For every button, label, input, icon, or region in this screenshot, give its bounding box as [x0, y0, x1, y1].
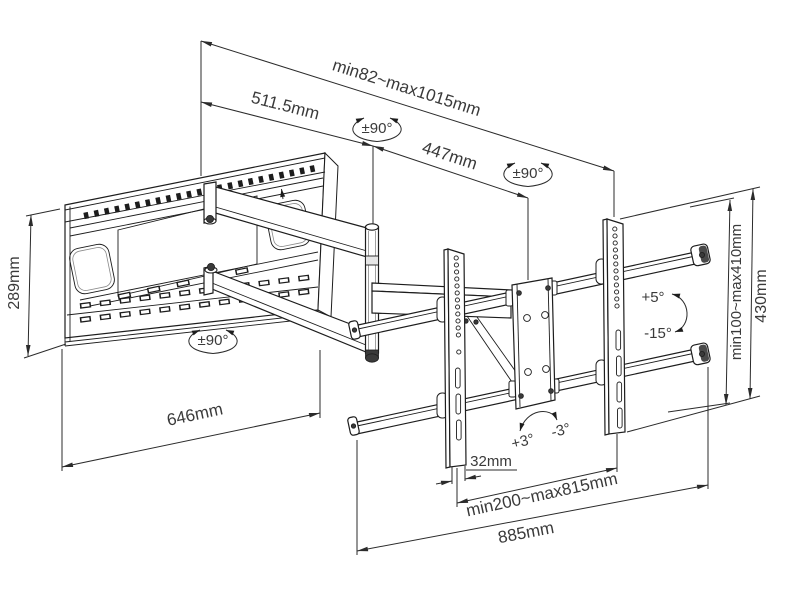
ext-line-top — [619, 186, 761, 220]
wall-plate-bottom-flange-1 — [64, 313, 319, 343]
swivel-bottom-label: ±90° — [198, 332, 229, 349]
tilt-down-label: -15° — [644, 325, 672, 342]
swivel-middle-label: ±90° — [513, 165, 544, 182]
lower-arm-nut — [206, 262, 215, 271]
dim-line — [747, 188, 756, 400]
extension-range-label: min82~max1015mm — [330, 55, 483, 120]
roll-indicator: +3° -3° — [510, 411, 572, 453]
vesa-right-fold — [547, 278, 552, 402]
dim-line — [200, 40, 615, 172]
crossbar-length-label: 885mm — [496, 518, 555, 547]
height-range-label: min100~max410mm — [728, 224, 745, 360]
wall-plate-upper-rail-top — [69, 177, 324, 229]
ext-line-top-inner — [689, 197, 735, 208]
bracket-height-label: 430mm — [753, 269, 770, 322]
dim-line — [723, 199, 733, 406]
ext-line-bottom-inner — [667, 402, 731, 413]
swivel-indicator-middle: ±90° — [503, 162, 553, 188]
rail-depth-label: 32mm — [470, 453, 512, 470]
right-tv-rail — [595, 218, 626, 436]
dim-height-range: min100~max410mm — [619, 186, 761, 433]
swivel-ellipse — [188, 329, 238, 355]
lower-arm — [203, 262, 367, 353]
left-rail-holes — [453, 255, 462, 355]
upper-arm-nut — [205, 214, 214, 223]
swivel-ellipse — [352, 117, 402, 143]
ext-line — [25, 208, 61, 217]
left-rail-face — [447, 248, 467, 468]
wall-plate-slot-rows — [79, 266, 313, 323]
dim-line — [372, 145, 529, 199]
tilt-indicator: +5° -15° — [641, 289, 688, 342]
fork-bolt-2 — [473, 319, 479, 325]
tv-width-range-label: min200~max815mm — [464, 469, 619, 520]
dim-line — [356, 484, 709, 552]
swivel-top-label: ±90° — [362, 120, 393, 137]
upper-arm-fold-line — [211, 205, 368, 252]
right-rail-slots — [615, 329, 623, 429]
up-arrow-icon — [280, 188, 286, 200]
wall-plate-top-strip-edge — [64, 171, 326, 223]
swivel-indicator-bottom: ±90° — [188, 329, 238, 355]
arm-front-label: 511.5mm — [249, 88, 321, 124]
arm-rear-label: 447mm — [420, 138, 480, 174]
dim-bracket-height: 430mm — [747, 188, 770, 400]
vesa-corner-screws — [516, 285, 554, 399]
upper-tube-left-bolt — [351, 327, 358, 333]
left-rail-slots — [455, 367, 462, 441]
plate-height-label: 289mm — [6, 256, 23, 309]
pivot-foot-cap — [365, 353, 379, 363]
vesa-left-fold — [516, 283, 521, 408]
lower-tube-left-bolt — [350, 423, 357, 429]
roll-arc — [519, 411, 558, 432]
lower-arm-fold-line — [211, 282, 367, 346]
tilt-arc — [671, 293, 688, 333]
ext-line-bottom — [626, 395, 761, 433]
vesa-holes — [523, 311, 550, 376]
wall-plate-middle-rail-top — [79, 251, 319, 301]
swivel-ellipse — [503, 162, 553, 188]
wall-plate-top-slot-row — [83, 164, 317, 220]
wall-plate-left-cutout — [69, 243, 115, 295]
fork-strut-1 — [466, 315, 515, 386]
left-tv-rail — [436, 248, 467, 469]
right-rail-holes — [612, 226, 620, 309]
swivel-indicator-top: ±90° — [352, 117, 402, 143]
vesa-adapter-plate — [505, 277, 560, 410]
tilt-up-label: +5° — [641, 289, 664, 306]
ext-line — [23, 343, 67, 359]
dim-arrow-left — [435, 480, 453, 486]
roll-minus-label: -3° — [549, 420, 572, 441]
dim-line — [61, 412, 321, 468]
vesa-plate-face — [511, 277, 556, 410]
roll-plus-label: +3° — [510, 431, 537, 453]
pivot-ring — [365, 255, 379, 266]
dim-tv-width-range: min200~max815mm — [456, 434, 619, 520]
dim-arrow-right — [464, 474, 482, 480]
fork-strut-2 — [476, 316, 522, 380]
dim-line — [200, 101, 374, 147]
right-rail-face — [606, 218, 626, 435]
dim-line — [25, 214, 34, 357]
pivot-top-cap — [364, 223, 380, 231]
lower-tube-right-bolt — [699, 350, 706, 357]
wall-plate-left-cutout-inner — [72, 247, 112, 291]
upper-tube-right-bolt — [699, 251, 706, 258]
wall-plate-bottom-strip-edge — [66, 286, 319, 316]
dim-plate-width: 646mm — [61, 349, 321, 471]
plate-width-label: 646mm — [165, 399, 224, 429]
dim-plate-height: 289mm — [6, 208, 67, 359]
wall-plate-bottom-flange-2 — [64, 317, 319, 347]
